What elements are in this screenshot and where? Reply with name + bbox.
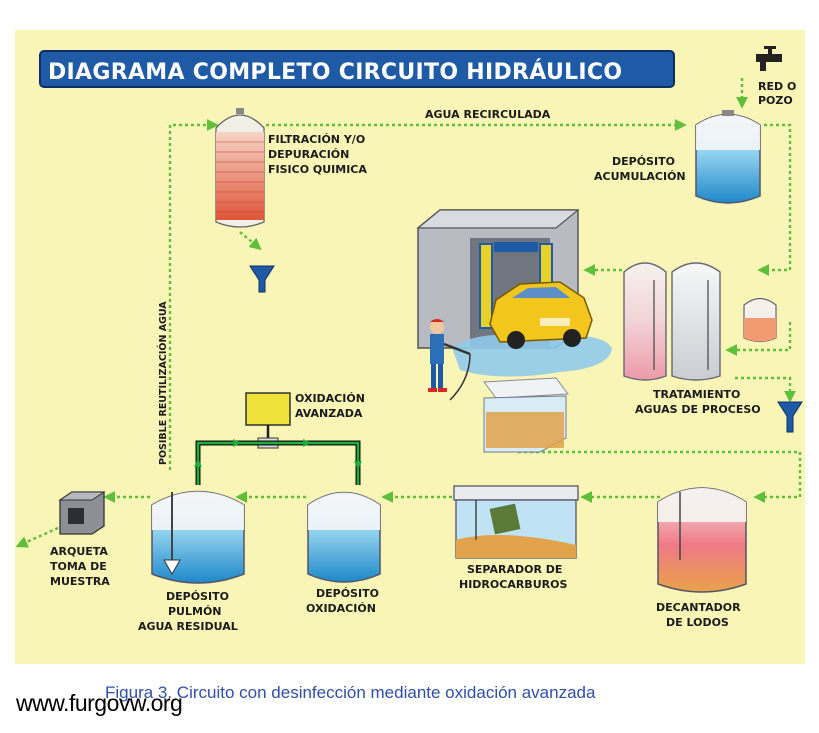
tratamiento-label-line2: AGUAS DE PROCESO [635, 403, 761, 416]
diagram-title: DIAGRAMA COMPLETO CIRCUITO HIDRÁULICO [48, 59, 622, 85]
separador-label-line2: HIDROCARBUROS [459, 578, 567, 591]
sludge-decanter [657, 487, 747, 593]
chemical-dosing-tank [743, 297, 777, 343]
oxidacion-label-line2: OXIDACIÓN [306, 602, 376, 615]
water-tap-icon [756, 46, 782, 71]
filtracion-label-line3: FISICO QUIMICA [268, 163, 367, 176]
arqueta-label-line2: TOMA DE [50, 560, 107, 573]
reutilizacion-label: POSIBLE REUTILIZACIÓN AGUA [157, 301, 169, 465]
pulmon-label-line2: PULMÓN [168, 605, 222, 618]
red-pozo-label-line1: RED O [758, 80, 796, 93]
acumulacion-label-line2: ACUMULACIÓN [594, 170, 686, 183]
oxidation-pipe-loop [194, 439, 362, 485]
oxidacion-avanzada-label-line2: AVANZADA [295, 407, 363, 420]
watermark: www.furgovw.org [16, 690, 183, 716]
filter-column [215, 108, 265, 228]
oxidation-tank [307, 491, 381, 583]
accumulation-tank [695, 110, 761, 204]
title-banner: DIAGRAMA COMPLETO CIRCUITO HIDRÁULICO [39, 50, 675, 88]
drain-funnel-right-icon [777, 401, 803, 433]
car-wash-scene [416, 209, 612, 453]
figure-caption: Figura 3. Circuito con desinfección medi… [105, 683, 596, 702]
red-pozo-label-line2: POZO [758, 94, 793, 107]
pulmon-tank [151, 490, 245, 584]
agua-recirculada-label: AGUA RECIRCULADA [425, 108, 551, 121]
oxidacion-avanzada-label-line1: OXIDACIÓN [295, 392, 365, 405]
separador-label-line1: SEPARADOR DE [467, 563, 562, 576]
decantador-label-line1: DECANTADOR [656, 601, 741, 614]
filtracion-label-line1: FILTRACIÓN Y/O [268, 133, 365, 146]
pulmon-label-line1: DEPÓSITO [166, 590, 229, 603]
drain-funnel-left-icon [249, 265, 275, 293]
arqueta-label-line3: MUESTRA [50, 575, 110, 588]
oxidacion-label-line1: DEPÓSITO [316, 587, 379, 600]
arqueta-label-line1: ARQUETA [50, 545, 108, 558]
process-treatment-tanks [623, 262, 721, 381]
sampling-box [58, 491, 106, 535]
tratamiento-label-line1: TRATAMIENTO [653, 388, 740, 401]
pulmon-label-line3: AGUA RESIDUAL [138, 620, 238, 633]
worker-icon [428, 319, 471, 401]
car-icon [489, 281, 593, 349]
filtracion-label-line2: DEPURACIÓN [268, 148, 349, 161]
hydrocarbon-separator [453, 485, 579, 559]
decantador-label-line2: DE LODOS [666, 616, 729, 629]
flow-lines [15, 78, 802, 548]
acumulacion-label-line1: DEPÓSITO [612, 155, 675, 168]
